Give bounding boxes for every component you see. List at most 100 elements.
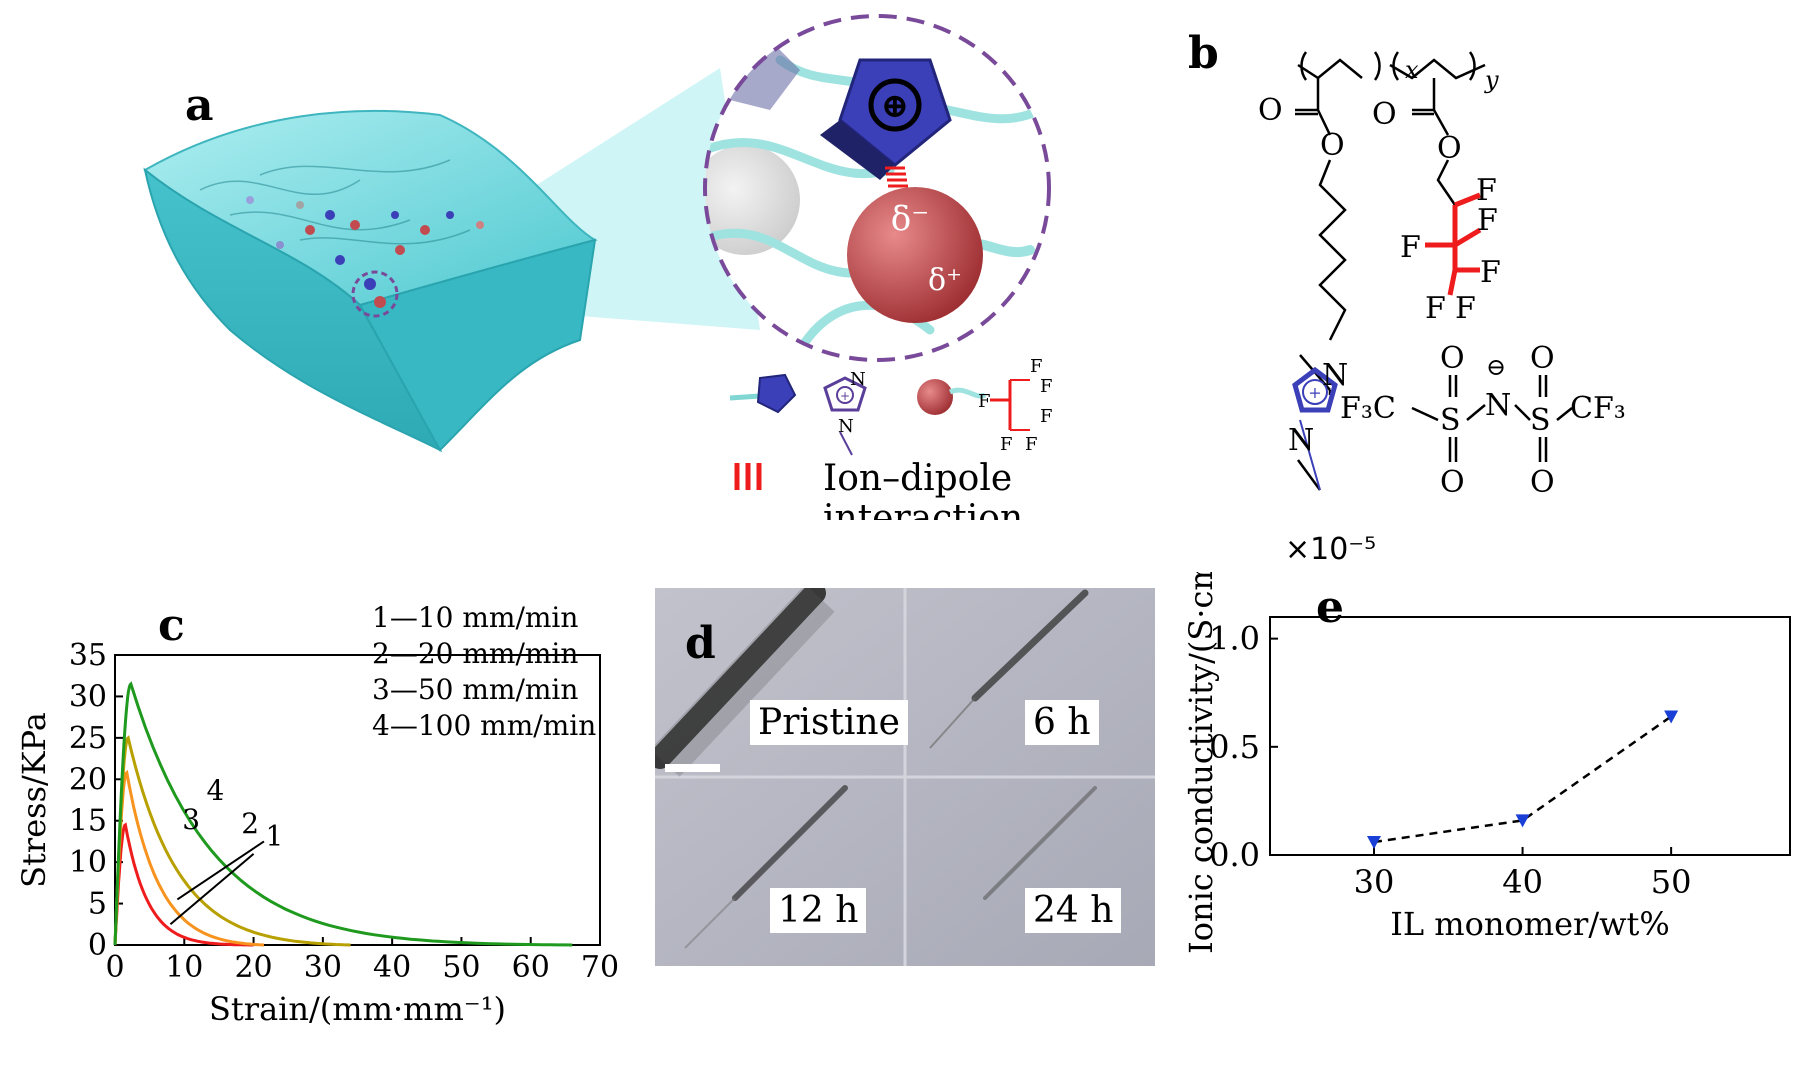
panel-d-label: d [685,618,716,669]
x-tick-label: 40 [1502,863,1543,901]
ion-dipole-dashes [885,166,908,188]
legend-ion-dipole-icon [734,463,762,490]
svg-text:CF₃: CF₃ [1570,391,1626,426]
chart-e-multiplier: ×10⁻⁵ [1285,532,1377,567]
x-tick-label: 40 [373,950,411,985]
curve-label-1: 1 [265,820,283,853]
y-axis-label: Ionic conductivity/(S·cm⁻¹) [1182,572,1220,954]
svg-text:F: F [1455,291,1476,326]
chemical-structure: + x y O O O O F F F F F F N N F₃C CF₃ S [1258,51,1626,500]
svg-text:F: F [1400,230,1421,265]
polymer-strands [199,159,471,245]
curve-series-4 [113,681,573,947]
gel-right-face [358,238,597,452]
chart-c-frame [114,654,601,946]
svg-text:F: F [1425,291,1446,326]
y-tick-label: 0 [88,928,107,963]
dipole-ball [847,187,983,323]
imidazolium-ring [1292,366,1338,413]
zoom-origin-circle [351,270,399,318]
panel-d: d Pristine 6 h 12 h 24 h [655,588,1155,966]
fluorinated-group [1425,192,1482,296]
x-tick-label: 10 [165,950,203,985]
scratch-pristine [655,588,826,769]
y-tick-label: 35 [69,638,107,673]
delta-plus-label: δ⁺ [928,263,962,298]
svg-text:+: + [1308,383,1321,402]
svg-text:O: O [1440,465,1465,500]
curve-pointer-line [176,840,265,901]
x-tick-label: 70 [581,950,619,985]
panel-a-label: a [185,80,214,131]
legend-entry-2: 2—20 mm/min [372,637,579,670]
curve-label-3: 3 [182,803,200,836]
svg-text:O: O [1258,93,1283,128]
gel-particles [246,196,484,265]
scale-bar [665,764,720,772]
tile-label-24h: 24 h [1025,888,1122,933]
curve-label-2: 2 [241,807,259,840]
conductivity-line [1373,715,1672,844]
y-tick-label: 0.0 [1209,836,1260,874]
svg-text:N: N [1322,358,1348,393]
svg-text:O: O [1320,128,1345,163]
y-tick-label: 5 [88,887,107,922]
x-tick-label: 20 [234,950,272,985]
delta-minus-label: δ⁻ [891,199,929,239]
svg-text:⊖: ⊖ [1486,353,1506,381]
svg-text:N: N [1485,388,1511,423]
legend-cation-icon [729,373,797,414]
zoom-circle [703,14,1051,362]
x-tick-label: 50 [442,950,480,985]
y-tick-label: 15 [69,804,107,839]
x-tick-label: 30 [1354,863,1395,901]
svg-text:O: O [1372,97,1397,132]
x-axis-label: Strain/(mm·mm⁻¹) [209,990,506,1028]
panel-b: b + [1180,0,1819,520]
y-tick-label: 0.5 [1209,728,1260,766]
y-axis-label: Stress/KPa [15,712,53,888]
curve-pointer-line [169,853,255,926]
x-tick-label: 0 [105,950,124,985]
y-tick-label: 10 [69,845,107,880]
tile-label-pristine: Pristine [750,700,908,745]
svg-text:S: S [1440,403,1461,438]
x-tick-label: 50 [1651,863,1692,901]
cation-pentagon [838,58,952,167]
x-tick-label: 60 [512,950,550,985]
panel-a: a [0,0,1100,520]
svg-text:F: F [1476,173,1497,208]
data-point-40 [1515,814,1530,828]
svg-text:F: F [1480,255,1501,290]
svg-text:y: y [1484,66,1499,94]
legend-interaction-line1: Ion–dipole [823,458,1012,499]
svg-text:+: + [840,389,850,403]
legend-entry-3: 3—50 mm/min [372,673,579,706]
panel-c-label: c [158,600,185,651]
svg-text:S: S [1530,403,1551,438]
data-point-30 [1367,836,1381,850]
curve-series-1 [113,822,254,947]
cation-charge-symbol: ⊕ [881,86,910,126]
curve-series-3 [113,735,351,947]
y-tick-label: 30 [69,679,107,714]
svg-text:O: O [1530,341,1555,376]
svg-text:N: N [838,416,854,437]
svg-text:F: F [1030,356,1043,377]
x-tick-label: 30 [304,950,342,985]
panel-b-label: b [1188,28,1219,79]
data-point-50 [1664,710,1679,724]
svg-text:F: F [1477,203,1498,238]
svg-text:F: F [1040,406,1053,427]
legend-entry-1: 1—10 mm/min [372,601,579,634]
gel-illustration: ⊕ δ⁻ δ⁺ + N N [143,14,1053,520]
svg-text:F: F [1025,434,1038,455]
tile-label-6h: 6 h [1025,700,1099,745]
tile-label-12h: 12 h [770,888,867,933]
legend-entry-4: 4—100 mm/min [372,709,597,742]
svg-text:O: O [1530,465,1555,500]
